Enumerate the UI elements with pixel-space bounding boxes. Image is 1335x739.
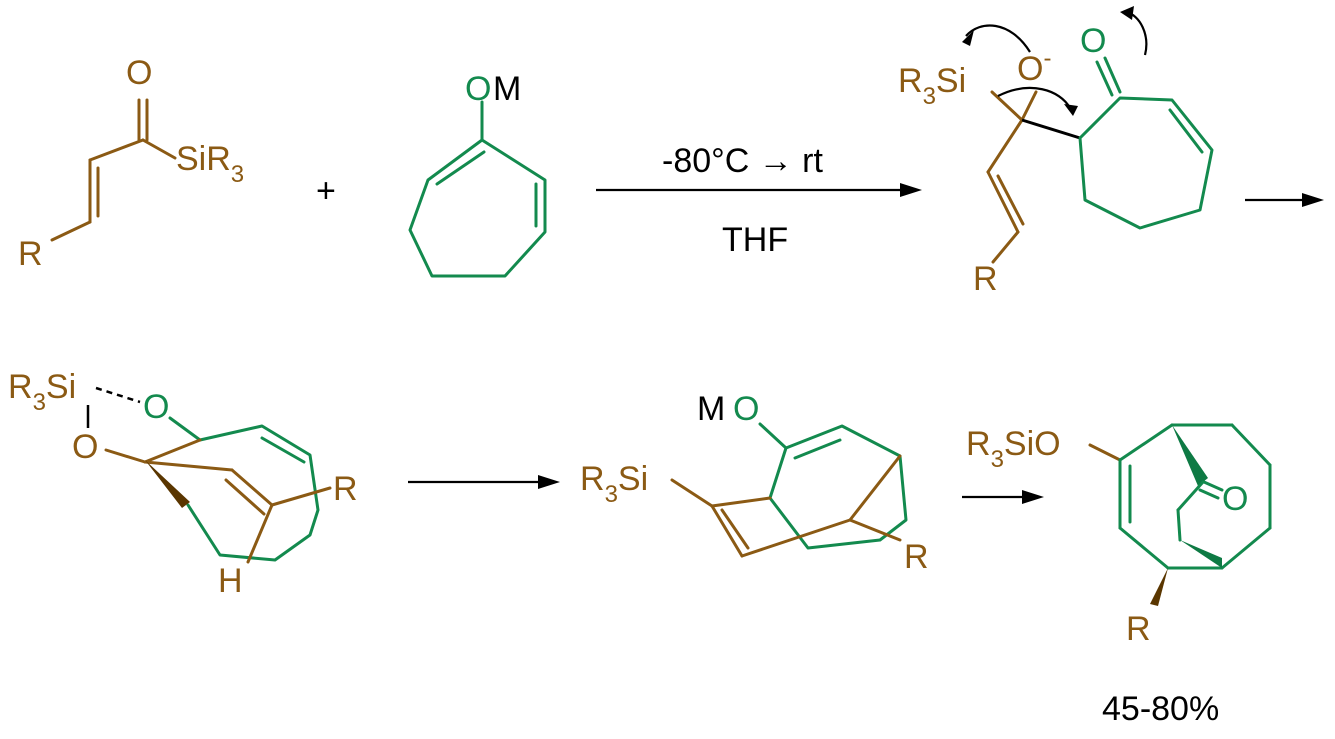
silyl-label: R3SiO (966, 425, 1061, 473)
ketone-oxygen: O (1222, 480, 1248, 518)
enolate-oxygen: O (733, 390, 759, 428)
metal-label: M (493, 70, 521, 108)
reaction-arrow-step-1: -80°C → rt THF (596, 142, 922, 259)
r-group-label: R (333, 470, 358, 508)
r-group-label: R (1126, 610, 1151, 648)
hydrogen-label: H (218, 562, 243, 600)
silyl-label: R3Si (8, 368, 76, 416)
r-group-label: R (904, 538, 929, 576)
yield-label: 45-80% (1102, 690, 1219, 728)
bicyclic-enolate-intermediate: M O R3Si R (580, 390, 929, 576)
reaction-arrow-step-4 (962, 490, 1044, 504)
alkoxide-intermediate: R3Si O- O R (898, 6, 1214, 298)
silyl-label: SiR3 (176, 140, 244, 188)
enolate-oxygen: O (465, 70, 491, 108)
curved-arrow-3 (997, 87, 1071, 109)
conditions-top: -80°C → rt (662, 142, 824, 180)
conditions-bottom: THF (722, 221, 788, 259)
acylsilane-reactant: O SiR3 R (18, 54, 244, 273)
curved-arrow-2 (1125, 10, 1148, 56)
cyclic-silicate-intermediate: R3Si O O H R (8, 368, 358, 600)
reaction-arrow-step-3 (408, 475, 560, 489)
silyl-label: R3Si (898, 62, 966, 110)
oxygen-1: O (143, 388, 169, 426)
silyl-label: R3Si (580, 460, 648, 508)
plus-sign: + (316, 172, 336, 210)
metal-label: M (697, 390, 725, 428)
dienolate-reactant: O M (408, 70, 547, 278)
product-bicyclic-ketone: R3SiO O R 45-80% (966, 423, 1272, 728)
curved-arrow-1 (965, 24, 1031, 53)
oxygen-2: O (72, 428, 98, 466)
reaction-arrow-step-2 (1245, 193, 1324, 207)
r-group-label: R (973, 260, 998, 298)
ketone-oxygen: O (1080, 22, 1106, 60)
carbonyl-oxygen: O (126, 54, 152, 92)
r-group-label: R (18, 235, 43, 273)
alkoxide-oxygen: O- (1017, 45, 1051, 88)
